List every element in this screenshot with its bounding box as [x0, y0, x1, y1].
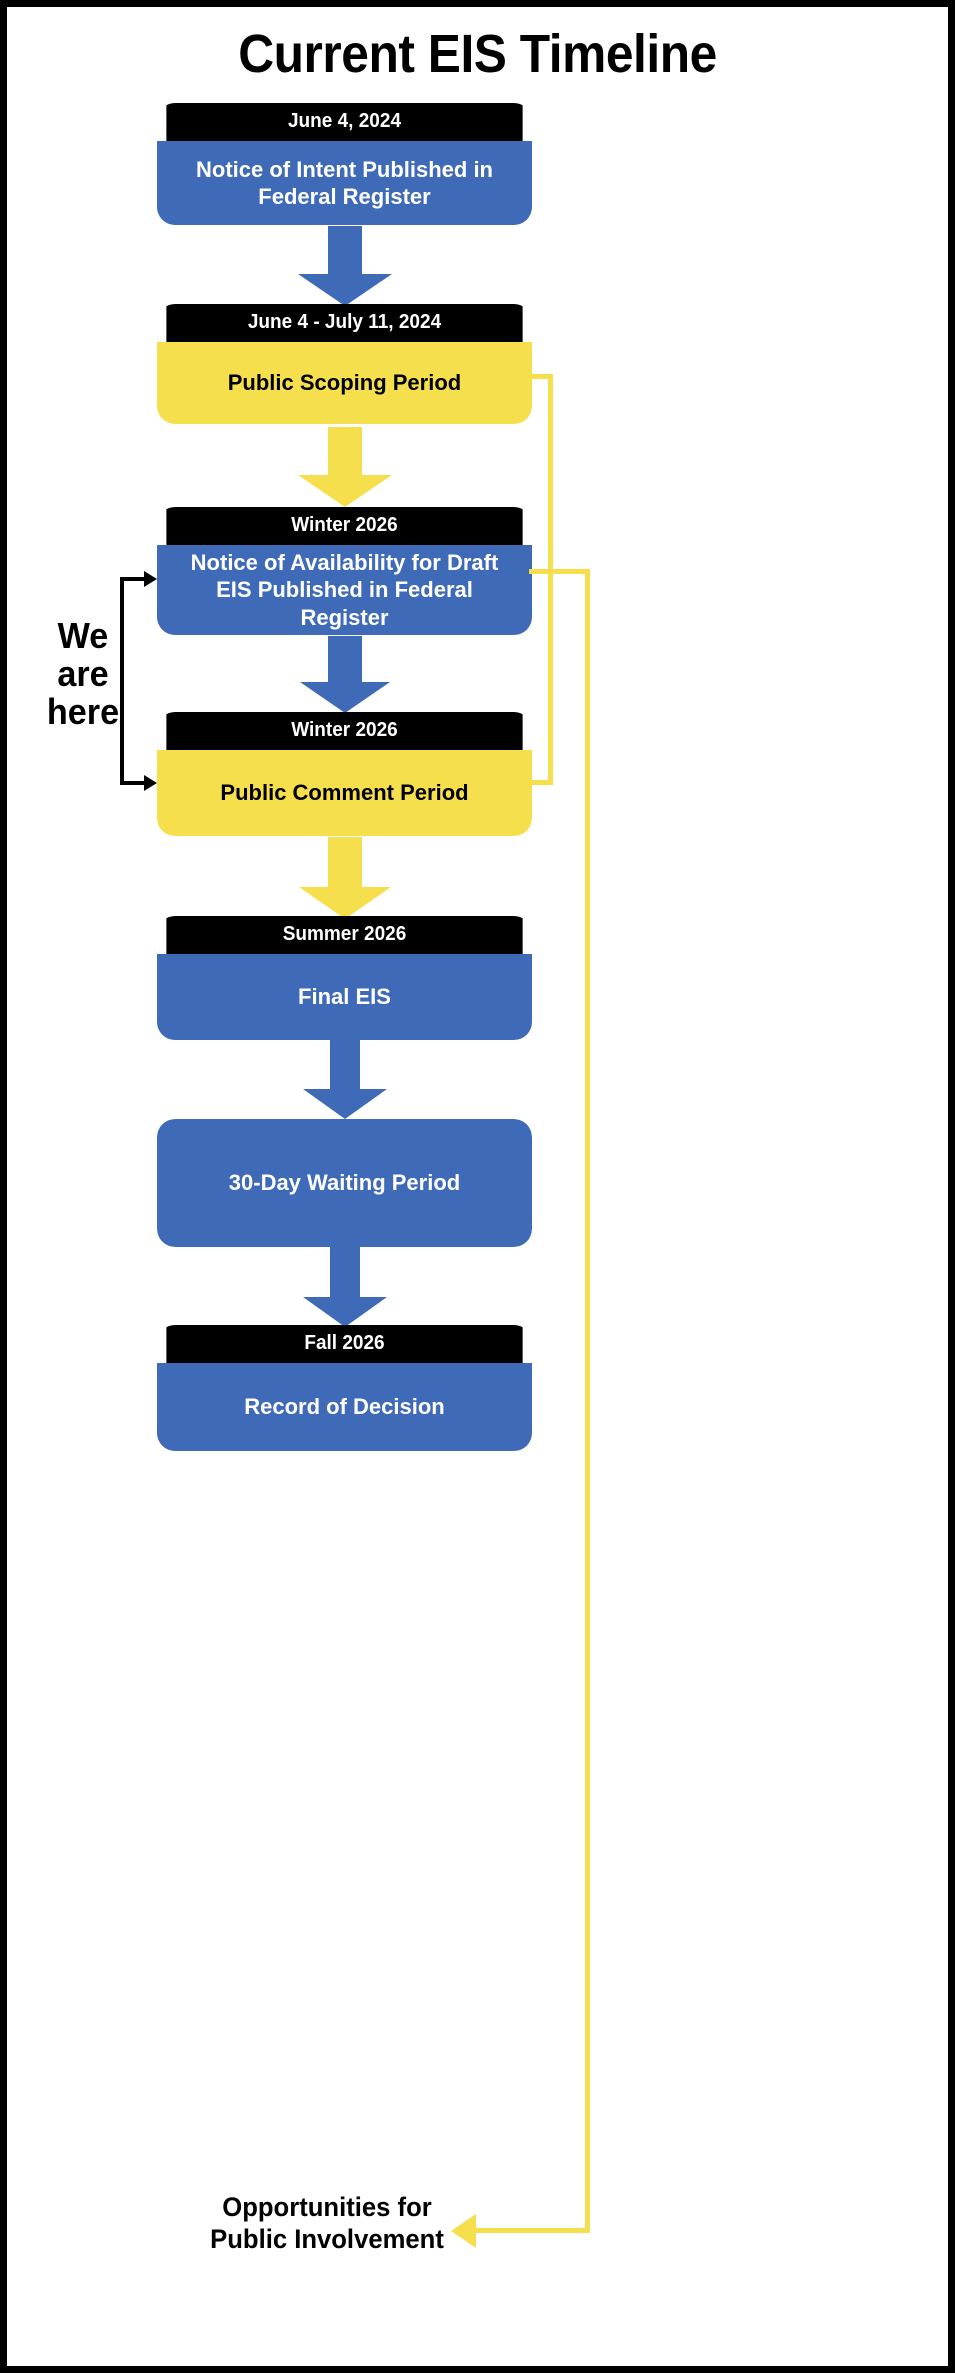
- step-final-eis[interactable]: Summer 2026 Final EIS: [157, 916, 532, 1040]
- step-notice-of-availability[interactable]: Winter 2026 Notice of Availability for D…: [157, 507, 532, 635]
- page-title: Current EIS Timeline: [238, 24, 717, 84]
- step-public-comment-period[interactable]: Winter 2026 Public Comment Period: [157, 712, 532, 836]
- arrow-head: [298, 887, 391, 919]
- step-label-waiting-period: 30-Day Waiting Period: [157, 1119, 532, 1247]
- step-notice-of-intent[interactable]: June 4, 2024 Notice of Intent Published …: [157, 103, 532, 225]
- arrow-final-eis-to-waiting: [297, 1039, 392, 1119]
- arrow-head: [299, 682, 390, 713]
- we-are-here-bracket-arm-bottom: [120, 781, 146, 785]
- yellow-link-arrowhead-icon: [451, 2214, 476, 2248]
- arrow-waiting-to-rod: [297, 1247, 392, 1327]
- yellow-link-scoping-bottom-segment: [527, 780, 553, 785]
- step-date-notice-of-availability: Winter 2026: [166, 507, 523, 545]
- yellow-link-comment-bottom-segment: [475, 2228, 590, 2233]
- we-are-here-bracket-spine: [120, 577, 124, 785]
- step-label-notice-of-availability: Notice of Availability for Draft EIS Pub…: [157, 545, 532, 635]
- opportunities-caption-line-2: Public Involvement: [210, 2223, 444, 2254]
- yellow-link-comment-vertical: [585, 569, 590, 2233]
- step-label-final-eis: Final EIS: [157, 954, 532, 1040]
- step-record-of-decision[interactable]: Fall 2026 Record of Decision: [157, 1325, 532, 1451]
- step-label-record-of-decision: Record of Decision: [157, 1363, 532, 1451]
- step-waiting-period[interactable]: 30-Day Waiting Period: [157, 1119, 532, 1247]
- arrow-shaft: [327, 636, 362, 682]
- step-date-notice-of-intent: June 4, 2024: [166, 103, 523, 141]
- arrow-head: [302, 1089, 387, 1119]
- step-date-record-of-decision: Fall 2026: [166, 1325, 523, 1363]
- step-label-public-scoping-period: Public Scoping Period: [157, 342, 532, 424]
- yellow-link-scoping-top-segment: [529, 374, 553, 379]
- arrow-head: [297, 475, 392, 507]
- opportunities-caption-line-1: Opportunities for: [222, 2192, 432, 2222]
- we-are-here-line-2: are: [57, 653, 109, 695]
- step-label-public-comment-period: Public Comment Period: [157, 750, 532, 836]
- step-date-final-eis: Summer 2026: [166, 916, 523, 954]
- we-are-here-label: We are here: [32, 615, 135, 733]
- arrow-noa-to-comment: [297, 636, 392, 714]
- step-date-public-scoping-period: June 4 - July 11, 2024: [166, 304, 523, 342]
- arrow-scoping-to-noa: [297, 427, 392, 507]
- we-are-here-line-1: We: [57, 615, 109, 656]
- arrow-shaft: [327, 226, 362, 274]
- we-are-here-arrowhead-bottom-icon: [144, 775, 157, 791]
- arrow-head: [297, 274, 392, 306]
- yellow-link-comment-top-segment: [529, 569, 589, 574]
- arrow-shaft: [329, 1039, 360, 1089]
- arrow-shaft: [327, 427, 362, 475]
- opportunities-caption: Opportunities for Public Involvement: [137, 2192, 517, 2256]
- arrow-shaft: [329, 1247, 360, 1297]
- yellow-link-scoping-vertical: [548, 374, 553, 784]
- step-public-scoping-period[interactable]: June 4 - July 11, 2024 Public Scoping Pe…: [157, 304, 532, 424]
- we-are-here-arrowhead-top-icon: [144, 571, 157, 587]
- arrow-comment-to-final-eis: [297, 837, 392, 919]
- step-label-notice-of-intent: Notice of Intent Published in Federal Re…: [157, 141, 532, 225]
- we-are-here-bracket-arm-top: [120, 577, 146, 581]
- arrow-shaft: [327, 837, 362, 887]
- arrow-head: [302, 1297, 387, 1327]
- step-date-public-comment-period: Winter 2026: [166, 712, 523, 750]
- we-are-here-line-3: here: [46, 691, 120, 733]
- arrow-notice-to-scoping: [297, 226, 392, 306]
